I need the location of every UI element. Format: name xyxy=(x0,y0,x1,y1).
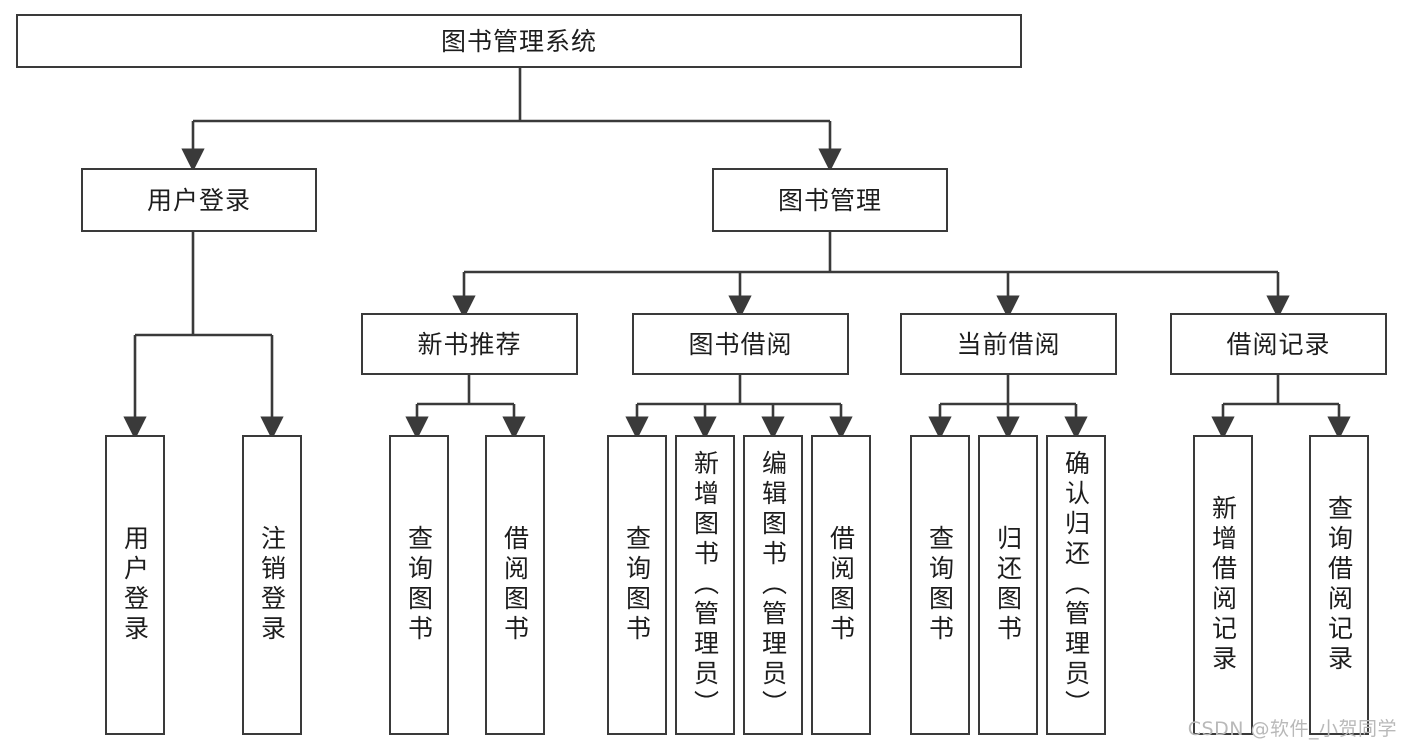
leaf-logout[interactable]: 注销登录 xyxy=(242,435,302,735)
node-label: 借阅图书 xyxy=(826,525,856,645)
node-book-management[interactable]: 图书管理 xyxy=(712,168,948,232)
leaf-borrow-book-new-book[interactable]: 借阅图书 xyxy=(485,435,545,735)
leaf-add-book-admin[interactable]: 新增图书（管理员） xyxy=(675,435,735,735)
leaf-user-login[interactable]: 用户登录 xyxy=(105,435,165,735)
node-book-borrowing[interactable]: 图书借阅 xyxy=(632,313,849,375)
node-label: 新增图书（管理员） xyxy=(690,450,720,720)
node-label: 图书管理系统 xyxy=(440,26,597,56)
node-current-borrowing[interactable]: 当前借阅 xyxy=(900,313,1117,375)
node-new-book-recommendation[interactable]: 新书推荐 xyxy=(361,313,578,375)
node-label: 新书推荐 xyxy=(417,329,522,359)
leaf-query-book-new-book[interactable]: 查询图书 xyxy=(389,435,449,735)
node-label: 编辑图书（管理员） xyxy=(758,450,788,720)
node-label: 确认归还（管理员） xyxy=(1061,450,1091,720)
node-label: 当前借阅 xyxy=(956,329,1061,359)
node-label: 查询借阅记录 xyxy=(1324,495,1354,675)
leaf-edit-book-admin[interactable]: 编辑图书（管理员） xyxy=(743,435,803,735)
node-label: 图书借阅 xyxy=(688,329,793,359)
leaf-query-book-current[interactable]: 查询图书 xyxy=(910,435,970,735)
leaf-query-book-borrow[interactable]: 查询图书 xyxy=(607,435,667,735)
node-user-login[interactable]: 用户登录 xyxy=(81,168,317,232)
node-label: 用户登录 xyxy=(120,525,150,645)
node-label: 查询图书 xyxy=(925,525,955,645)
node-label: 图书管理 xyxy=(777,185,882,215)
node-root-book-management-system[interactable]: 图书管理系统 xyxy=(16,14,1022,68)
node-label: 新增借阅记录 xyxy=(1208,495,1238,675)
leaf-borrow-book[interactable]: 借阅图书 xyxy=(811,435,871,735)
leaf-return-book[interactable]: 归还图书 xyxy=(978,435,1038,735)
node-label: 借阅记录 xyxy=(1226,329,1331,359)
csdn-watermark: CSDN @软件_小贺同学 xyxy=(1187,718,1397,740)
node-label: 查询图书 xyxy=(622,525,652,645)
node-label: 查询图书 xyxy=(404,525,434,645)
leaf-query-borrowing-record[interactable]: 查询借阅记录 xyxy=(1309,435,1369,735)
node-borrowing-record[interactable]: 借阅记录 xyxy=(1170,313,1387,375)
node-label: 注销登录 xyxy=(257,525,287,645)
node-label: 归还图书 xyxy=(993,525,1023,645)
leaf-confirm-return-admin[interactable]: 确认归还（管理员） xyxy=(1046,435,1106,735)
node-label: 借阅图书 xyxy=(500,525,530,645)
leaf-add-borrowing-record[interactable]: 新增借阅记录 xyxy=(1193,435,1253,735)
node-label: 用户登录 xyxy=(146,185,251,215)
